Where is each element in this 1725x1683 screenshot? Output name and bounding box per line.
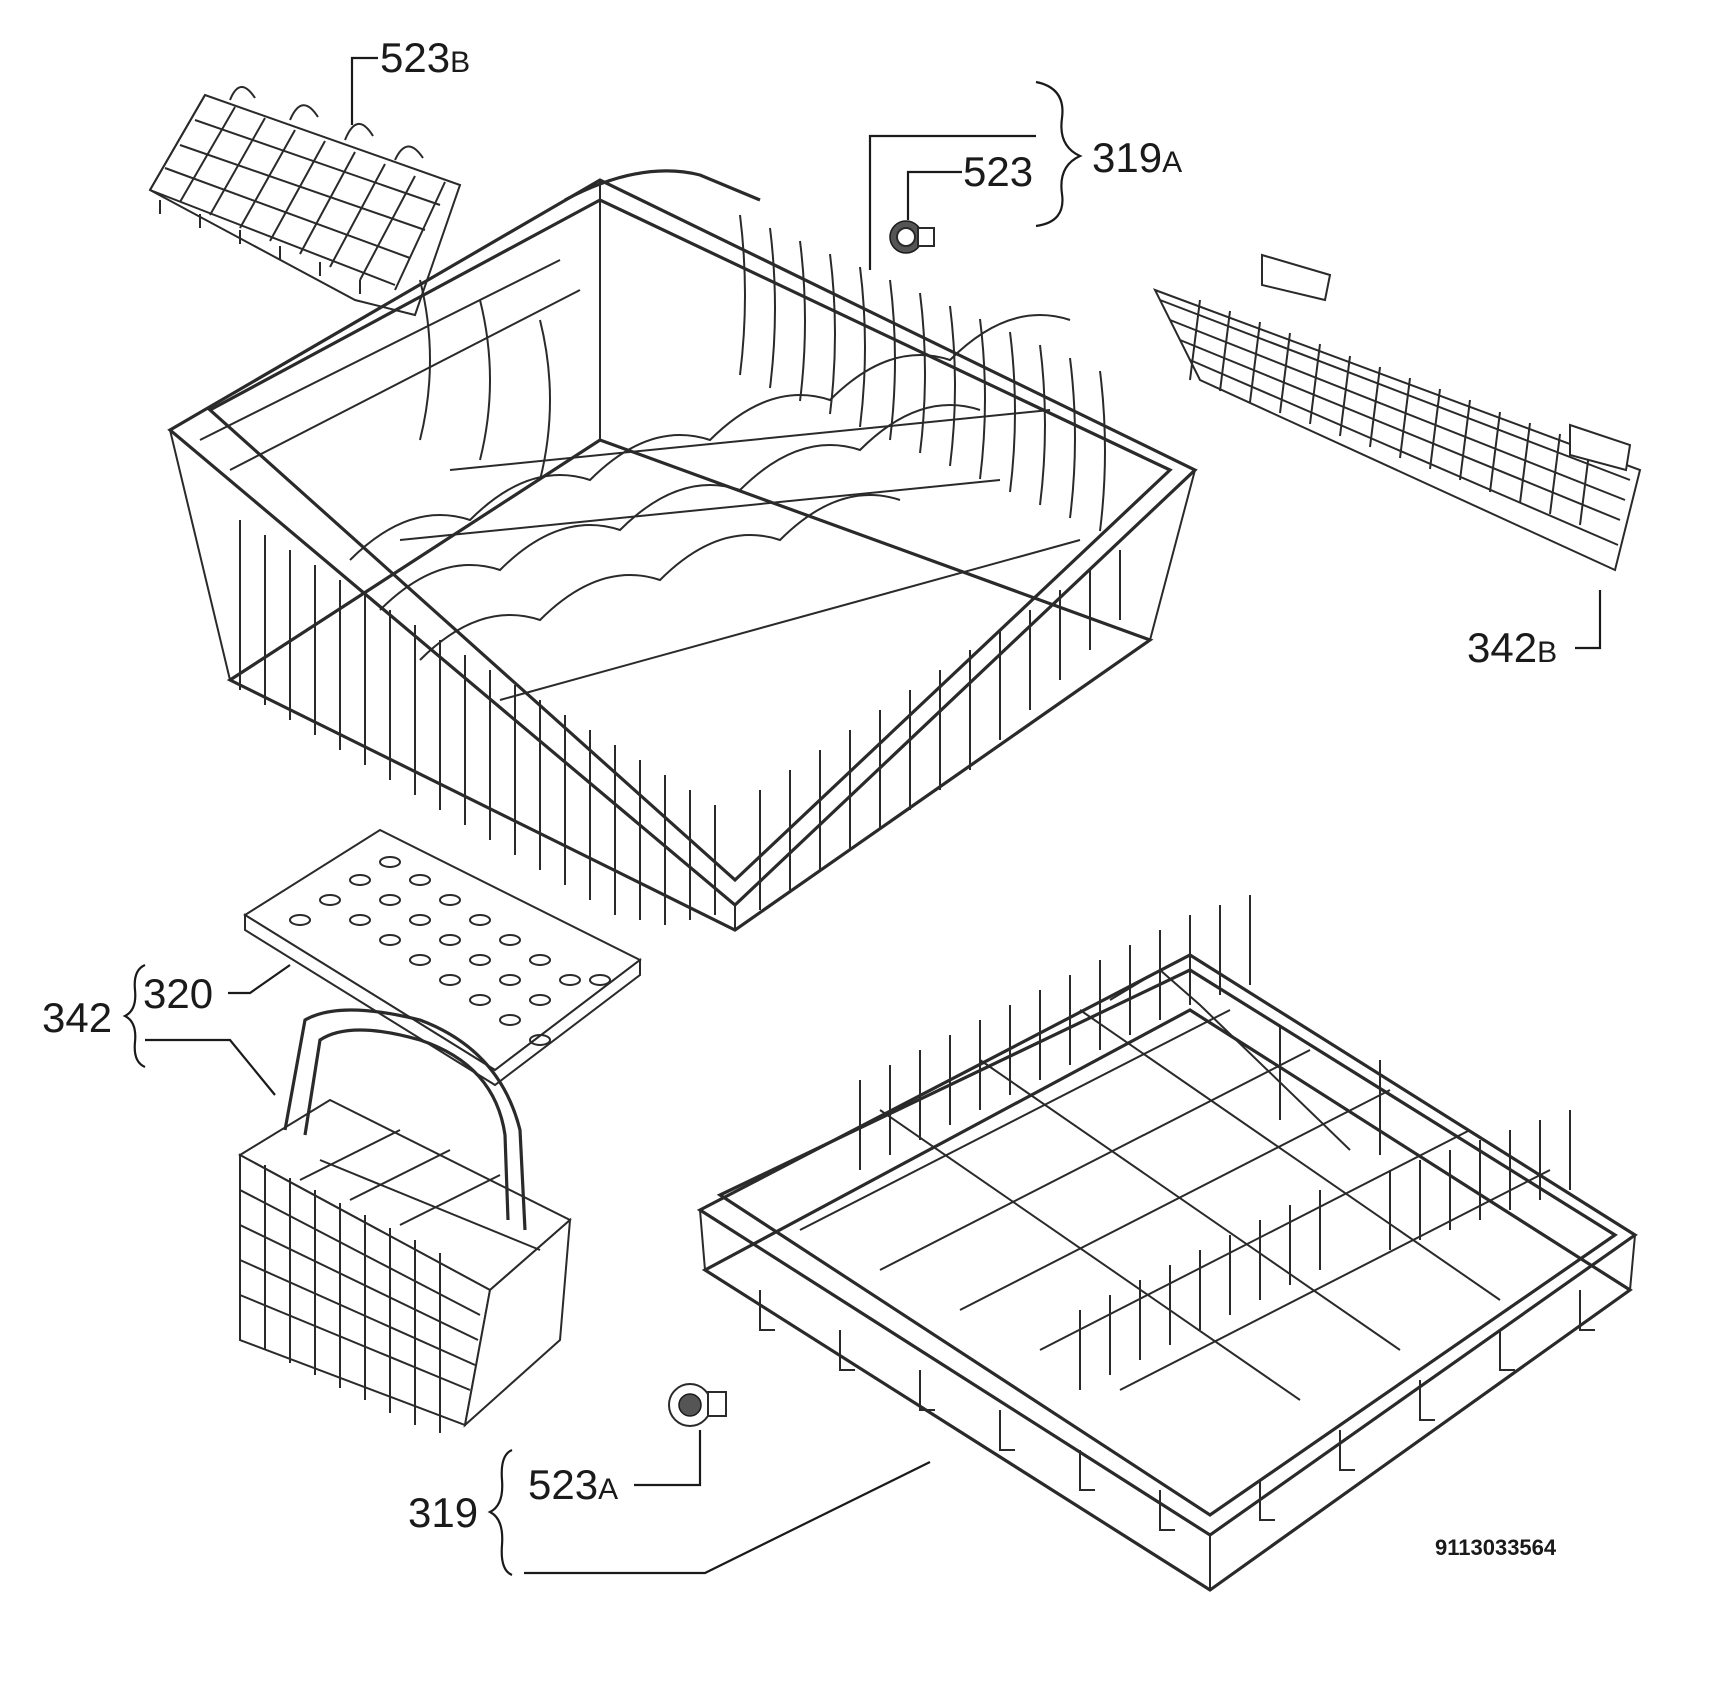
leader-523 (906, 170, 962, 220)
part-320-grid-cover (243, 828, 642, 1087)
label-319a: 319A (1092, 134, 1182, 181)
label-342: 342 (42, 994, 112, 1041)
part-342-cutlery-basket (237, 1008, 572, 1433)
part-523b-cup-rack (148, 86, 462, 317)
brace-342 (122, 963, 146, 1069)
label-319: 319 (408, 1489, 478, 1536)
brace-319a (1035, 80, 1083, 228)
label-523: 523 (963, 148, 1033, 195)
leader-319a (868, 134, 1036, 270)
leader-342-basket (145, 1038, 276, 1096)
part-342b-side-basket (1152, 253, 1642, 572)
drawing-code: 9113033564 (1435, 1535, 1557, 1560)
leader-320 (228, 964, 291, 995)
label-523a: 523A (528, 1461, 618, 1508)
part-523-roller (889, 220, 935, 254)
upper-basket-drawing (167, 169, 1198, 932)
leader-523b (350, 56, 378, 125)
label-342b: 342B (1467, 624, 1557, 671)
leader-319 (524, 1461, 931, 1575)
label-523b: 523B (380, 34, 470, 81)
label-320: 320 (143, 970, 213, 1017)
part-523a-roller (668, 1383, 727, 1427)
brace-319 (487, 1448, 513, 1577)
leader-342b (1575, 590, 1602, 650)
lower-basket-drawing (696, 895, 1638, 1592)
leader-523a (634, 1430, 702, 1487)
